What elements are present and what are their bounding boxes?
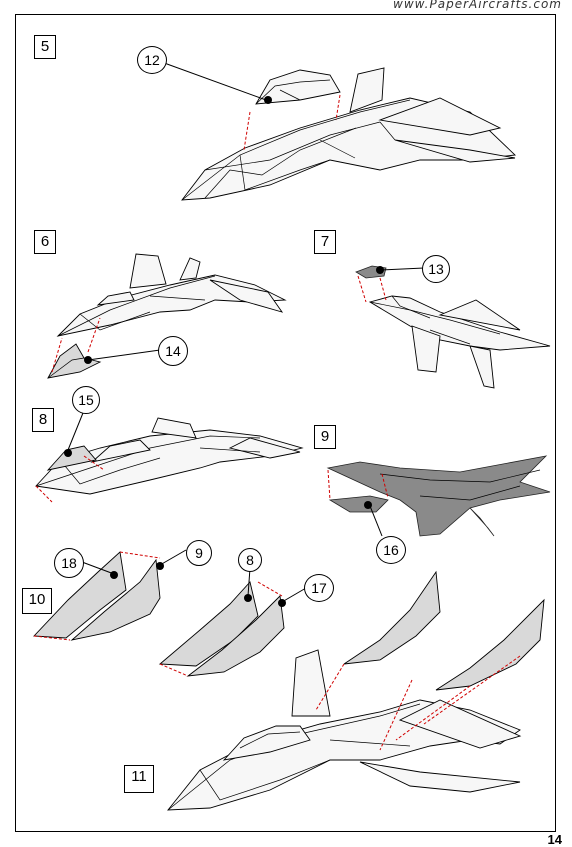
step8-aircraft bbox=[35, 407, 304, 503]
step-11-label: 11 bbox=[124, 765, 154, 793]
step9-aircraft bbox=[326, 455, 551, 537]
step-9-label: 9 bbox=[314, 425, 336, 449]
callout-part-13: 13 bbox=[422, 255, 450, 283]
callout-part-18: 18 bbox=[54, 548, 84, 578]
step-8-label: 8 bbox=[32, 408, 54, 432]
page-number: 14 bbox=[547, 832, 562, 847]
step7-aircraft bbox=[355, 265, 551, 389]
callout-part-17: 17 bbox=[304, 574, 334, 602]
website-url: www.PaperAircrafts.com bbox=[393, 0, 562, 11]
step5-aircraft bbox=[155, 59, 517, 201]
step10-fins bbox=[33, 549, 307, 677]
callout-part-12: 12 bbox=[137, 46, 167, 74]
callout-part-9: 9 bbox=[186, 540, 212, 566]
callout-part-14: 14 bbox=[158, 336, 188, 366]
callout-part-16: 16 bbox=[376, 536, 406, 564]
callout-part-15: 15 bbox=[72, 386, 100, 414]
step11-aircraft bbox=[167, 570, 545, 811]
step-6-label: 6 bbox=[34, 230, 56, 254]
step-10-label: 10 bbox=[22, 588, 52, 614]
step-7-label: 7 bbox=[314, 230, 336, 254]
step6-aircraft bbox=[47, 253, 287, 379]
page-frame bbox=[15, 14, 556, 832]
callout-part-8: 8 bbox=[238, 548, 262, 572]
step-5-label: 5 bbox=[34, 35, 56, 59]
